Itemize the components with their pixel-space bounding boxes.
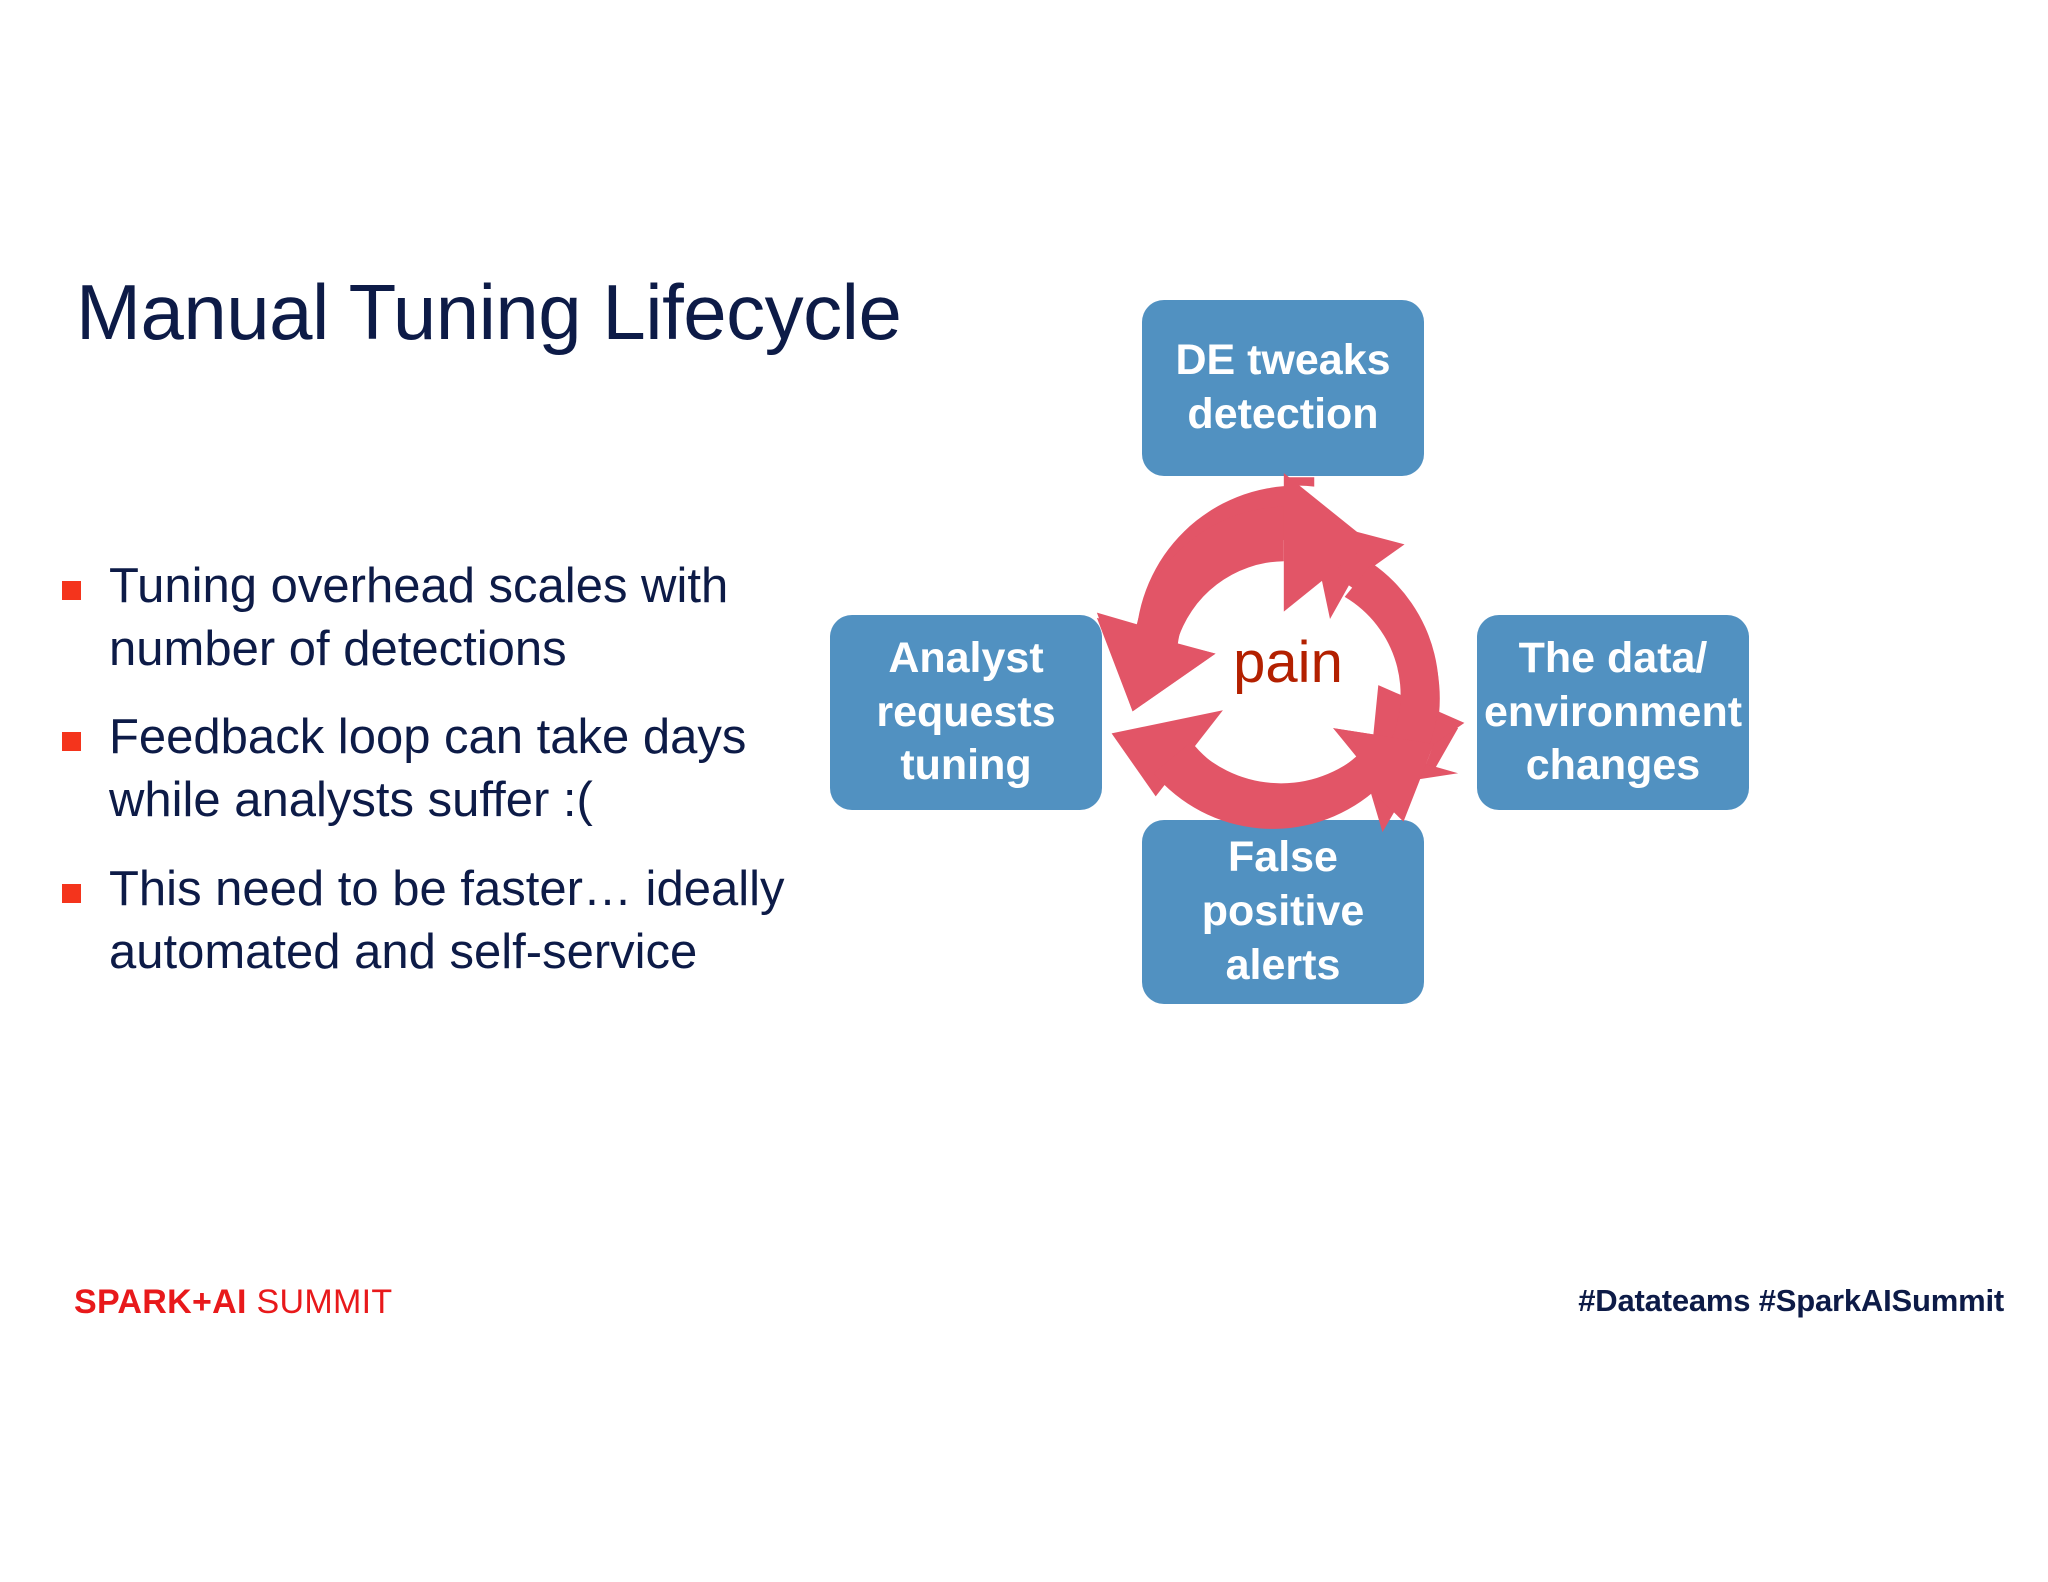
footer-hashtags: #Datateams #SparkAISummit — [1578, 1283, 2004, 1318]
page-title: Manual Tuning Lifecycle — [76, 268, 902, 356]
manual-tuning-cycle-diagram: DE tweaks detection The data/ environmen… — [830, 300, 2040, 1285]
logo-light-text: SUMMIT — [246, 1283, 393, 1321]
cycle-node-false-positive-alerts: False positive alerts — [1142, 820, 1424, 1004]
bullet-text: Feedback loop can take days while analys… — [109, 710, 747, 828]
cycle-node-analyst-requests-tuning: Analyst requests tuning — [830, 615, 1102, 810]
cycle-node-de-tweaks-detection: DE tweaks detection — [1142, 300, 1424, 476]
bullet-text: This need to be faster… ideally automate… — [109, 861, 785, 979]
bullet-text: Tuning overhead scales with number of de… — [109, 559, 729, 676]
square-bullet-icon — [62, 732, 81, 752]
spark-ai-summit-logo: SPARK+AI SUMMIT — [74, 1283, 392, 1322]
square-bullet-icon — [62, 883, 81, 903]
list-item: Tuning overhead scales with number of de… — [62, 555, 852, 680]
logo-bold-text: SPARK+AI — [74, 1283, 247, 1321]
list-item: Feedback loop can take days while analys… — [62, 706, 852, 831]
bullet-list: Tuning overhead scales with number of de… — [62, 555, 852, 1009]
list-item: This need to be faster… ideally automate… — [62, 858, 852, 983]
circular-arrows-icon — [1096, 473, 1465, 833]
square-bullet-icon — [62, 581, 81, 600]
cycle-node-data-environment-changes: The data/ environment changes — [1477, 615, 1749, 810]
